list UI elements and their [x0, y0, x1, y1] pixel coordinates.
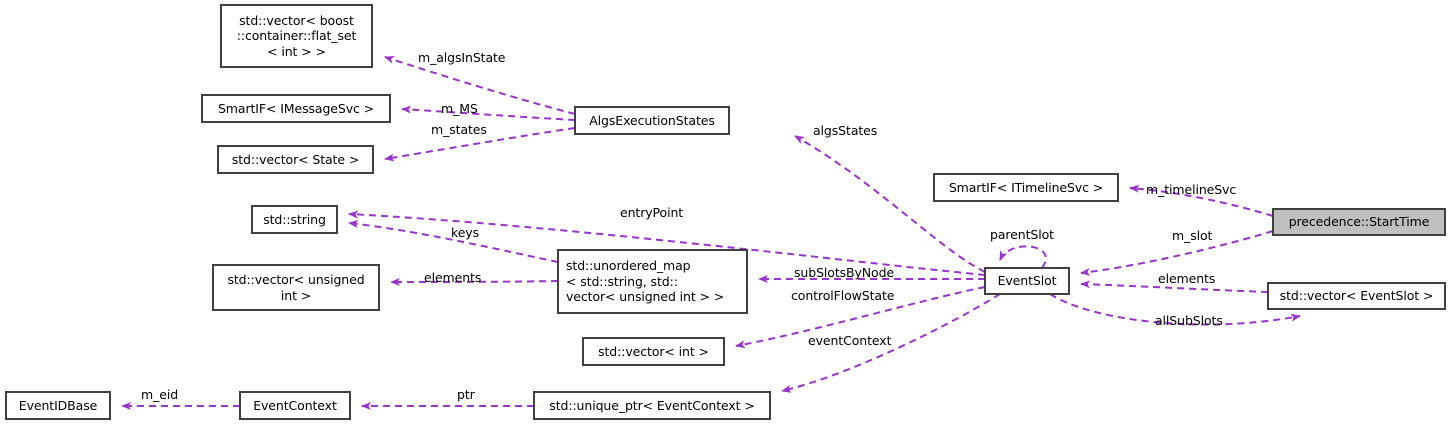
- node-vector-unsigned-int[interactable]: std::vector< unsigned int >: [212, 264, 380, 311]
- node-smartif-imessagesvc[interactable]: SmartIF< IMessageSvc >: [201, 94, 391, 123]
- node-smartif-itimelinesvc[interactable]: SmartIF< ITimelineSvc >: [933, 173, 1119, 202]
- edge-label-elements-slot: elements: [1158, 271, 1216, 286]
- edge-label-m-ms: m_MS: [441, 101, 478, 116]
- edge-label-m-eid: m_eid: [141, 387, 179, 402]
- edge-m_states: [384, 127, 576, 162]
- edge-m_MS: [401, 105, 576, 121]
- edge-keys: [348, 220, 559, 263]
- edge-label-m-states: m_states: [431, 122, 487, 137]
- node-vector-int[interactable]: std::vector< int >: [582, 337, 725, 366]
- edge-m_timelineSvc: [1129, 184, 1274, 217]
- edge-controlFlowState: [735, 286, 986, 349]
- edge-label-m-slot: m_slot: [1172, 228, 1213, 243]
- node-std-string[interactable]: std::string: [251, 205, 338, 234]
- edge-label-keys: keys: [451, 225, 479, 240]
- edge-label-ptr: ptr: [457, 387, 475, 402]
- edge-parentSlot: [999, 245, 1047, 269]
- edge-elements-map: [390, 277, 559, 286]
- node-event-context[interactable]: EventContext: [239, 391, 351, 420]
- edge-label-parent-slot: parentSlot: [990, 227, 1054, 242]
- node-vector-state[interactable]: std::vector< State >: [217, 145, 374, 174]
- node-unordered-map[interactable]: std::unordered_map < std::string, std:: …: [557, 249, 748, 314]
- edge-m_slot: [1080, 230, 1274, 276]
- node-algs-execution-states[interactable]: AlgsExecutionStates: [574, 106, 730, 135]
- edge-algsStates: [794, 135, 986, 273]
- edge-m_algsInState: [384, 55, 576, 115]
- node-vector-eventslot[interactable]: std::vector< EventSlot >: [1267, 282, 1446, 310]
- edge-label-elements-map: elements: [424, 270, 482, 285]
- edge-label-m-algs-in-state: m_algsInState: [418, 50, 506, 65]
- edge-label-m-timeline-svc: m_timelineSvc: [1146, 182, 1237, 197]
- node-event-slot[interactable]: EventSlot: [984, 267, 1070, 295]
- edge-entryPoint: [348, 210, 986, 276]
- node-precedence-starttime[interactable]: precedence::StartTime: [1272, 208, 1446, 236]
- edge-eventContext: [781, 293, 1001, 393]
- edge-label-entry-point: entryPoint: [620, 205, 684, 220]
- edge-label-all-sub-slots: allSubSlots: [1155, 313, 1223, 328]
- edge-label-control-flow-state: controlFlowState: [791, 288, 895, 303]
- edge-label-sub-slots-by-node: subSlotsByNode: [794, 265, 895, 280]
- edge-allSubSlots: [1049, 293, 1301, 326]
- edge-label-algs-states: algsStates: [813, 123, 878, 138]
- edge-label-event-context: eventContext: [808, 333, 892, 348]
- node-unique-ptr-eventcontext[interactable]: std::unique_ptr< EventContext >: [533, 391, 771, 420]
- node-event-id-base[interactable]: EventIDBase: [5, 391, 111, 420]
- node-vector-flat-set[interactable]: std::vector< boost ::container::flat_set…: [220, 4, 373, 68]
